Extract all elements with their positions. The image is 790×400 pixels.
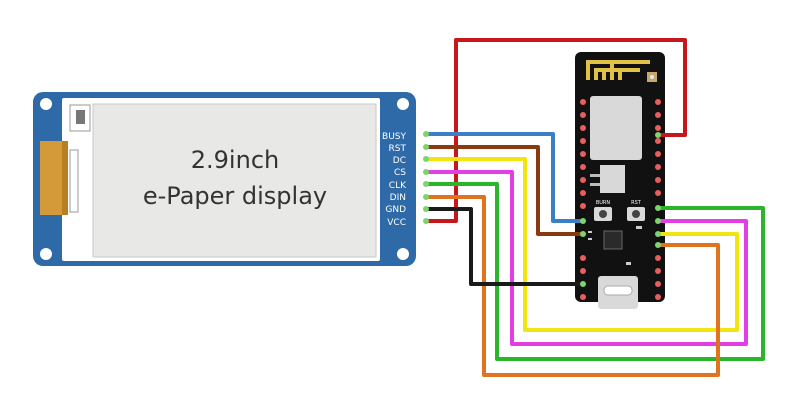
wire-rst [428, 145, 583, 236]
pin-label-din: DIN [390, 193, 406, 203]
wire-dc [428, 157, 739, 332]
smd-component [626, 262, 631, 265]
wire-clk [428, 182, 765, 361]
pin-label-gnd: GND [385, 205, 406, 215]
usb-c-port [603, 285, 633, 296]
rst-button-label: RST [631, 200, 642, 206]
regulator-pin [590, 183, 600, 186]
usb-chip [603, 230, 623, 250]
smd-component [588, 231, 592, 233]
wires [428, 38, 765, 377]
wire-gnd [428, 207, 583, 286]
smd-component [636, 226, 642, 229]
mcu-board: BURN RST [575, 52, 665, 309]
pin-label-clk: CLK [389, 181, 407, 191]
mcu-left-pins [580, 99, 586, 300]
pin-label-rst: RST [389, 144, 407, 154]
mcu-wire-endpoints [580, 132, 661, 287]
epaper-module: 2.9inch e-Paper display BUSY RST DC CS C… [33, 92, 416, 266]
smd-component [588, 238, 592, 240]
antenna-trace [586, 60, 650, 80]
regulator-body [600, 165, 625, 193]
screen-title-line1: 2.9inch [191, 146, 279, 174]
wire-busy [428, 132, 583, 223]
mcu-right-pins [655, 99, 661, 300]
antenna-chip-dot [650, 75, 654, 79]
wire-din [428, 195, 720, 377]
pin-label-cs: CS [394, 168, 406, 178]
screen-title-line2: e-Paper display [143, 182, 327, 210]
flex-cable-edge [62, 141, 68, 215]
pin-label-vcc: VCC [387, 218, 406, 228]
mounting-hole [397, 248, 409, 260]
burn-button-label: BURN [596, 200, 611, 206]
display-header-pins [423, 131, 429, 224]
mcu-module-shield [590, 96, 642, 160]
screen-tab-square [76, 110, 85, 124]
regulator-pin [590, 174, 600, 177]
wire-vcc [428, 38, 687, 223]
mounting-hole [40, 98, 52, 110]
pin-label-dc: DC [393, 156, 406, 166]
burn-button-cap[interactable] [599, 210, 607, 218]
flex-cable [40, 141, 64, 215]
wire-cs [428, 170, 748, 346]
mounting-hole [397, 98, 409, 110]
screen-tab-lower [69, 149, 79, 213]
epaper-screen [92, 103, 377, 258]
rst-button-cap[interactable] [632, 210, 640, 218]
pin-label-busy: BUSY [382, 132, 406, 142]
mounting-hole [40, 248, 52, 260]
